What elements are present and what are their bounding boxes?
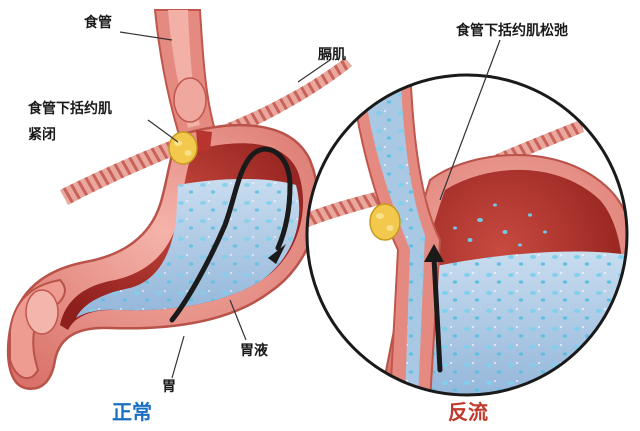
label-sphincter-relaxed: 食管下括约肌松弛 <box>456 23 568 39</box>
reflux-magnifier <box>305 73 629 397</box>
label-esophagus: 食管 <box>84 15 112 31</box>
leader-lines-left <box>119 31 331 379</box>
caption-reflux: 反流 <box>448 400 488 424</box>
leader-line-right <box>439 39 501 201</box>
label-diaphragm: 膈肌 <box>318 47 346 63</box>
esophagus-left <box>153 9 217 140</box>
label-sphincter-closed-line1: 食管下括约肌 <box>28 101 112 117</box>
label-sphincter-closed-line2: 紧闭 <box>28 127 56 143</box>
stomach-normal <box>6 123 319 391</box>
label-gastric-juice: 胃液 <box>240 343 268 359</box>
circulation-arrow <box>169 146 293 323</box>
label-stomach: 胃 <box>162 379 176 395</box>
caption-normal: 正常 <box>112 400 152 424</box>
